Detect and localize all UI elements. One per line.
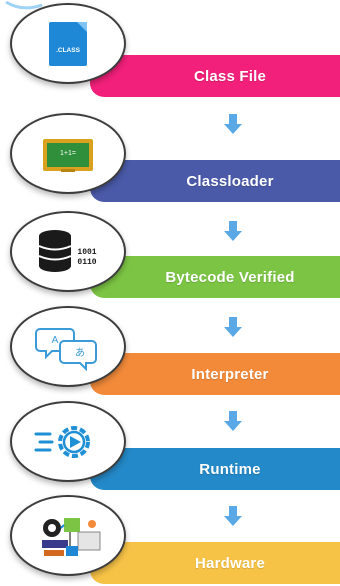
- hardware-components-icon: [42, 517, 101, 556]
- step-icon-circle: [10, 401, 126, 482]
- step-icon-circle: A あ: [10, 306, 126, 387]
- step-runtime: Runtime: [0, 398, 340, 490]
- bubble-text-right: あ: [75, 347, 85, 359]
- step-icon-circle: 1+1=: [10, 113, 126, 194]
- step-bar: Hardware: [90, 542, 340, 584]
- down-arrow-icon: [224, 114, 242, 134]
- chalkboard-icon-text: 1+1=: [60, 150, 76, 157]
- class-file-icon: .CLASS: [49, 21, 87, 66]
- step-classloader: Classloader 1+1=: [0, 110, 340, 202]
- step-label: Class File: [193, 67, 267, 85]
- down-arrow-icon: [224, 221, 242, 241]
- translation-bubbles-icon: A あ: [35, 327, 97, 371]
- chalkboard-icon: 1+1=: [43, 138, 93, 172]
- step-bar: Class File: [90, 55, 340, 97]
- down-arrow-icon: [224, 317, 242, 337]
- step-icon-circle: 1001 0110: [10, 211, 126, 292]
- step-bar: Classloader: [90, 160, 340, 202]
- step-label: Classloader: [186, 172, 274, 190]
- step-bytecode-verified: Bytecode Verified 1001 0110: [0, 208, 340, 298]
- step-class-file: Class File .CLASS: [0, 0, 340, 97]
- down-arrow-icon: [224, 411, 242, 431]
- step-icon-circle: .CLASS: [10, 3, 126, 84]
- bubble-text-left: A: [52, 335, 59, 346]
- step-bar: Bytecode Verified: [90, 256, 340, 298]
- step-icon-circle: [10, 495, 126, 576]
- class-file-icon-text: .CLASS: [56, 47, 81, 54]
- step-label: Interpreter: [191, 365, 269, 383]
- step-label: Runtime: [199, 460, 261, 478]
- step-label: Bytecode Verified: [165, 268, 295, 286]
- step-bar: Runtime: [90, 448, 340, 490]
- step-interpreter: Interpreter A あ: [0, 303, 340, 395]
- step-label: Hardware: [195, 554, 265, 572]
- down-arrow-icon: [224, 506, 242, 526]
- gear-play-icon: [34, 425, 90, 458]
- decorative-mark: [5, 0, 43, 10]
- binary-text-top: 1001: [77, 248, 96, 257]
- binary-text-bottom: 0110: [77, 258, 96, 267]
- step-hardware: Hardware: [0, 492, 340, 584]
- database-binary-icon: 1001 0110: [38, 229, 97, 272]
- step-bar: Interpreter: [90, 353, 340, 395]
